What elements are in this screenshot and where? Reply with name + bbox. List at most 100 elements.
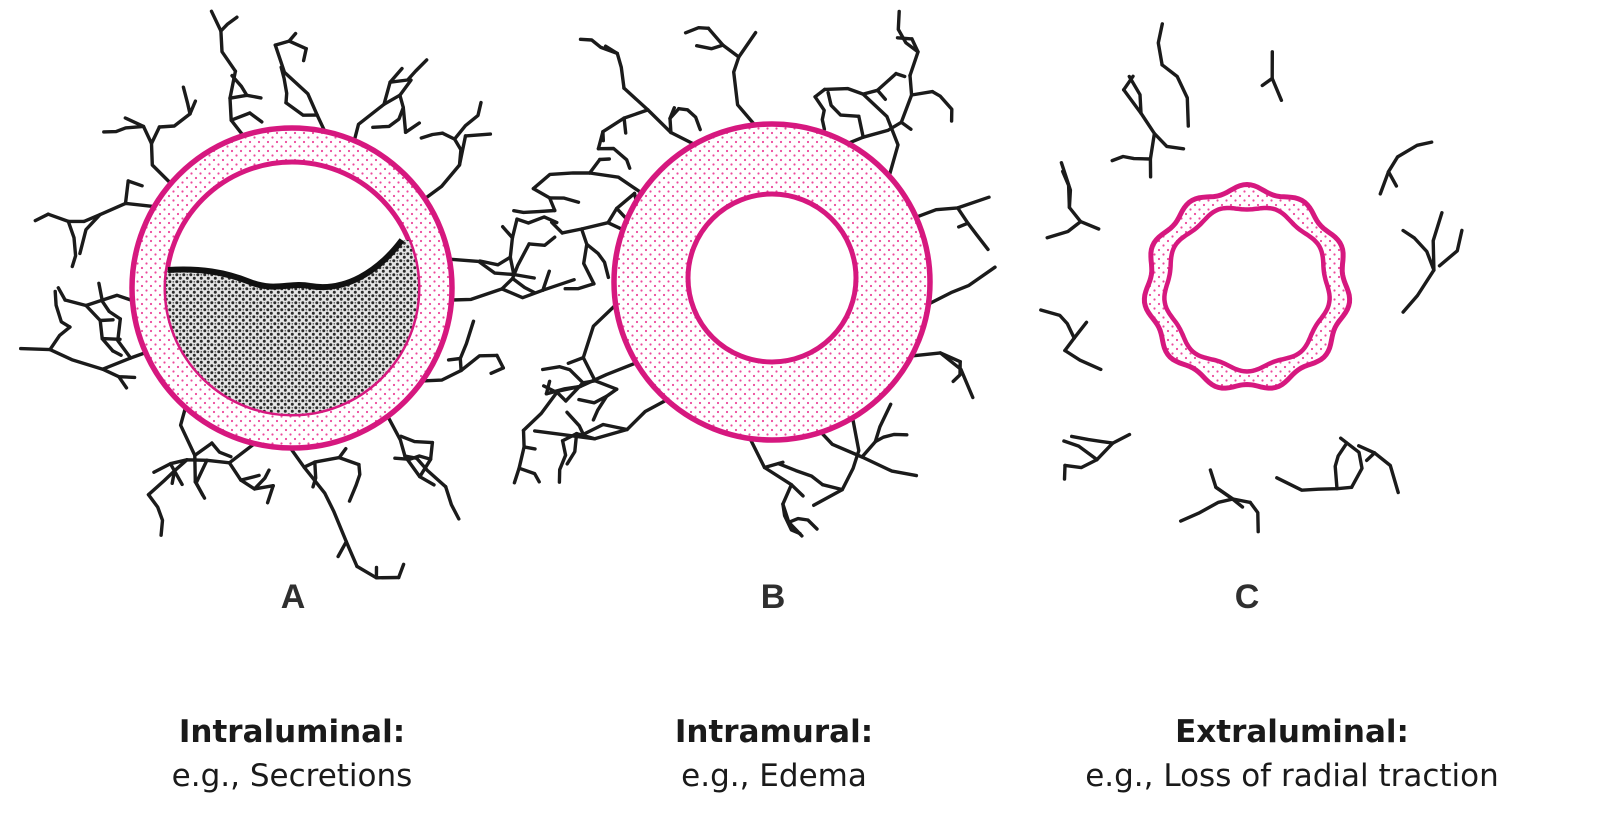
tissue-strand [1401, 210, 1444, 314]
tissue-strand [581, 422, 629, 437]
tissue-strand [508, 217, 519, 277]
tissue-strand [1045, 219, 1083, 240]
tissue-strand [860, 402, 893, 459]
tissue-strand [100, 367, 137, 380]
tissue-strand [311, 460, 318, 489]
tissue-strand [63, 293, 135, 308]
tissue-strand [550, 220, 564, 235]
tissue-strand [19, 346, 148, 371]
tissue-strand [193, 480, 207, 500]
tissue-strand [857, 114, 865, 139]
tissue-strand [284, 100, 319, 117]
tissue-strand [908, 37, 920, 78]
tissue-strand [56, 286, 67, 302]
tissue-strand [1333, 441, 1349, 491]
tissue-strand [495, 353, 505, 370]
tissue-strand [956, 206, 990, 252]
tissue-strand [578, 37, 619, 56]
tissue-strand [239, 473, 261, 482]
tissue-strand [846, 73, 914, 146]
tissue-strand [337, 447, 348, 460]
tissue-strand [1178, 497, 1235, 523]
tissue-strand [531, 186, 557, 213]
tissue-strand [596, 108, 650, 151]
panel-c-label: C [1234, 578, 1260, 616]
tissue-strand [440, 131, 463, 167]
tissue-strand [896, 9, 920, 54]
airway-a [129, 125, 455, 451]
tissue-strand [126, 179, 144, 188]
tissue-strand [591, 394, 609, 422]
airway-a-secretions [166, 240, 418, 414]
tissue-strand [541, 269, 551, 292]
tissue-strand [1401, 228, 1436, 272]
tissue-strand [97, 281, 123, 321]
tissue-strand [82, 201, 156, 224]
panel-b-label: B [760, 578, 786, 616]
tissue-strand [1260, 76, 1274, 88]
tissue-strand [1386, 169, 1399, 188]
tissue-strand [419, 131, 445, 140]
tissue-strand [393, 454, 433, 461]
tissue-strand [33, 212, 50, 223]
tissue-strand [98, 318, 115, 323]
tissue-strand [229, 111, 252, 122]
tissue-strand [418, 440, 435, 479]
caption-example: e.g., Secretions [171, 758, 413, 794]
tissue-strand [447, 257, 536, 280]
tissue-strand [579, 227, 596, 286]
tissue-strand [603, 44, 626, 90]
tissue-strand [823, 86, 900, 178]
tissue-strand [500, 242, 531, 291]
tissue-strand [48, 325, 72, 352]
tissue-strand [1356, 444, 1400, 495]
tissue-strand [585, 242, 611, 280]
tissue-strand [53, 289, 72, 329]
tissue-strand [695, 43, 725, 51]
tissue-strand [1110, 154, 1153, 163]
tissue-strand [382, 66, 404, 107]
tissue-strand [1062, 439, 1099, 462]
tissue-strand [1063, 320, 1089, 353]
tissue-strand [951, 360, 962, 384]
tissue-strand [566, 355, 585, 365]
tissue-strand [1152, 131, 1186, 151]
tissue-strand [336, 540, 348, 559]
tissue-strand [248, 111, 264, 124]
tissue-strand [706, 26, 741, 59]
tissue-strand [732, 30, 758, 127]
tissue-strand [228, 69, 245, 138]
tissue-strand [1039, 308, 1076, 340]
tissue-strand [588, 157, 602, 175]
tissue-strand [930, 89, 954, 123]
airway-b-lumen [685, 191, 859, 365]
tissue-strand [265, 484, 275, 505]
tissue-strand [301, 47, 308, 63]
tissue-strand [152, 441, 257, 474]
tissue-strand [1270, 50, 1284, 103]
tissue-strand [123, 116, 154, 146]
caption-title: Extraluminal: [1175, 714, 1409, 750]
tissue-strand [227, 461, 275, 491]
tissue-strand [273, 39, 308, 51]
tissue-strand [512, 428, 526, 485]
tissue-strand [403, 121, 421, 135]
tissue-strand [813, 95, 827, 131]
tissue-strand [168, 462, 184, 487]
airway-b [611, 121, 933, 443]
tissue-strand [813, 87, 827, 99]
tissue-strand [489, 366, 505, 375]
tissue-strand [1338, 436, 1364, 489]
caption-intraluminal: Intraluminal: e.g., Secretions [12, 712, 572, 800]
tissue-strand [478, 255, 512, 267]
tissue-strand [531, 171, 644, 195]
airway-c-lumen [1162, 205, 1332, 374]
tissue-strand [157, 99, 198, 129]
tissue-strand [512, 208, 557, 215]
tissue-strand [420, 353, 499, 383]
tissue-strand [371, 105, 405, 130]
tissue-strand [463, 132, 493, 138]
tissue-strand [541, 365, 585, 385]
tissue-strand [560, 220, 625, 235]
tissue-strand [547, 196, 581, 204]
